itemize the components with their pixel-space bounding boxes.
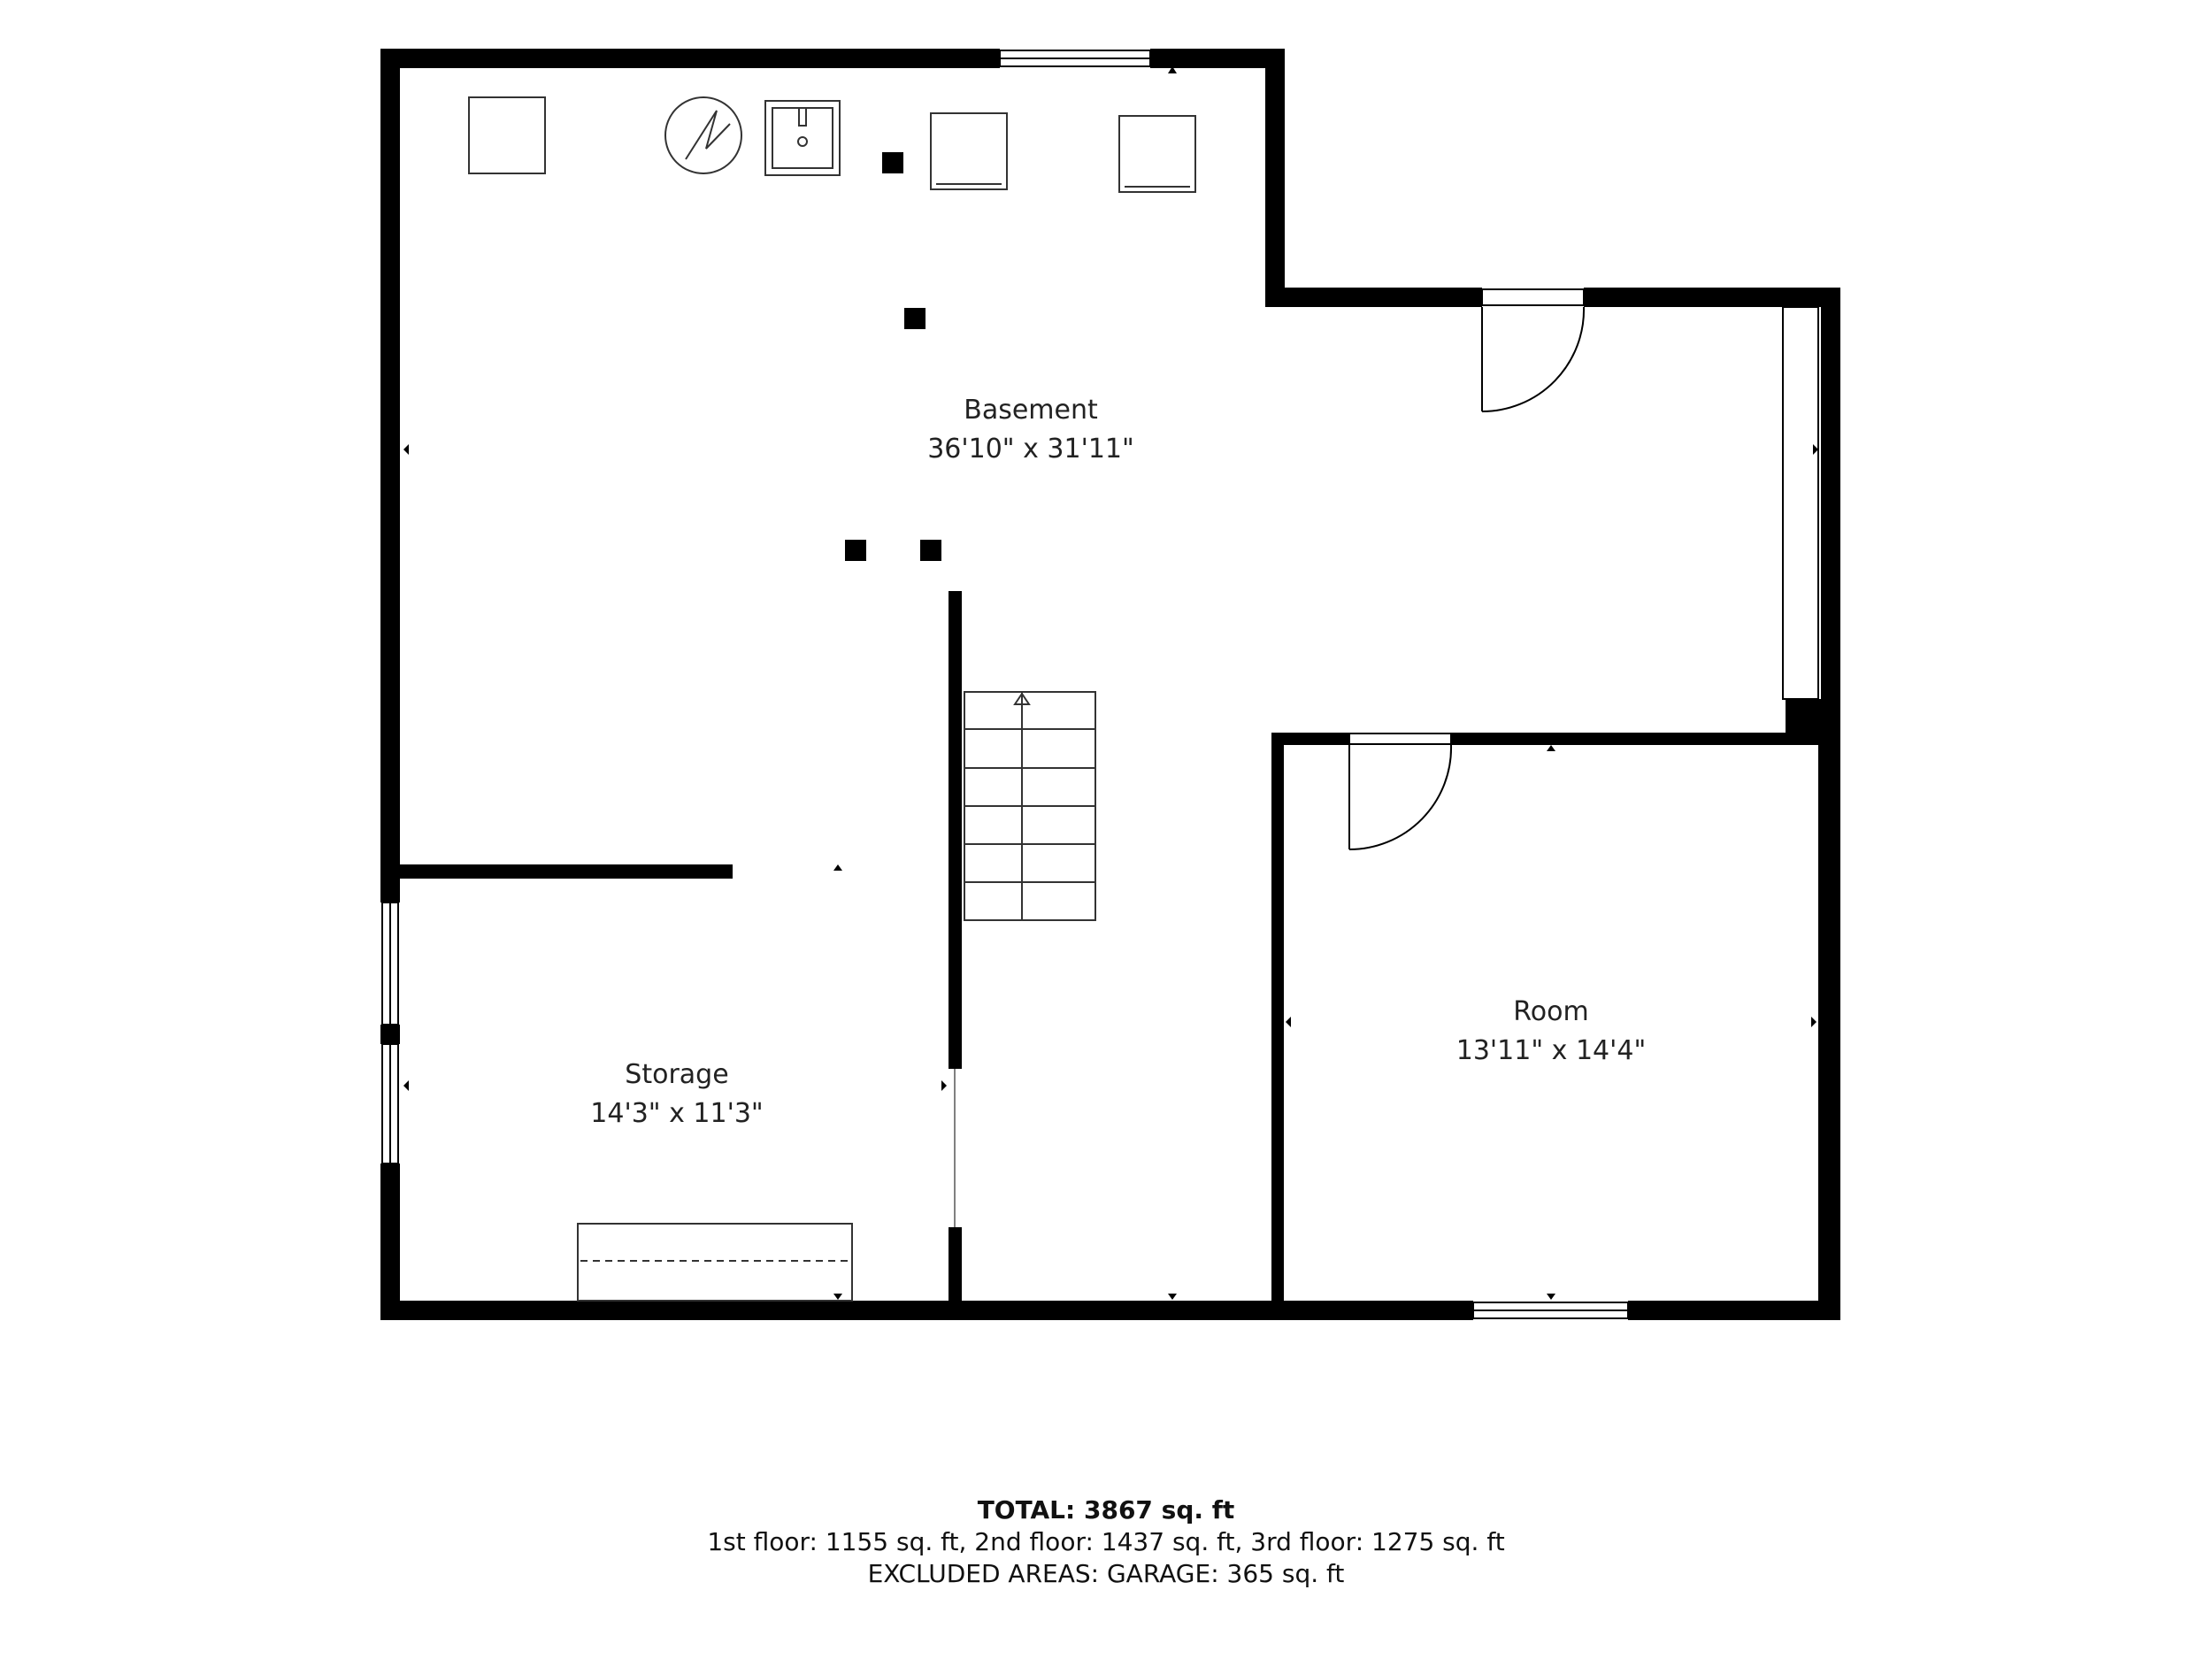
floor-areas: 1st floor: 1155 sq. ft, 2nd floor: 1437 … — [707, 1527, 1505, 1556]
columns — [845, 152, 941, 561]
room-dimensions: 14'3" x 11'3" — [590, 1098, 764, 1129]
marker-arrow-icon — [1168, 66, 1177, 73]
post — [882, 152, 903, 173]
door-room — [1348, 733, 1453, 850]
room-dimensions: 36'10" x 31'11" — [927, 434, 1134, 465]
wall-step-vertical — [1265, 49, 1285, 307]
walls — [380, 49, 1840, 1320]
windows — [381, 50, 1629, 1319]
marker-arrow-icon — [1168, 1294, 1177, 1300]
water-heater-icon — [664, 96, 742, 174]
total-area: TOTAL: 3867 sq. ft — [977, 1495, 1235, 1525]
marker-arrow-icon — [1813, 444, 1818, 455]
wall-storage-north — [380, 864, 733, 879]
marker-arrow-icon — [403, 1080, 409, 1091]
room-label-room: Room 13'11" x 14'4" — [1456, 993, 1647, 1071]
wall-east-top-right — [1584, 288, 1840, 307]
utility-box — [468, 96, 546, 174]
washer-icon — [930, 112, 1008, 190]
excluded-areas: EXCLUDED AREAS: GARAGE: 365 sq. ft — [867, 1559, 1345, 1588]
stair-up-arrow-icon — [1013, 692, 1031, 705]
room-dimensions: 13'11" x 14'4" — [1455, 1035, 1647, 1066]
staircase — [964, 691, 1096, 921]
post — [845, 540, 866, 561]
marker-arrow-icon — [1811, 1017, 1816, 1027]
post — [904, 308, 926, 329]
wall-stair-upper — [949, 591, 962, 1069]
wall-left-lower — [380, 1164, 400, 1320]
wall-top-left — [380, 49, 1000, 68]
marker-arrow-icon — [833, 864, 842, 871]
room-name: Storage — [625, 1059, 729, 1090]
wall-room-east-inner — [1818, 745, 1827, 1301]
fixtures — [468, 96, 1196, 1302]
marker-arrow-icon — [833, 1294, 842, 1300]
window-left-upper — [381, 902, 399, 1025]
room-name: Room — [1513, 996, 1589, 1027]
door-east-wing — [1481, 288, 1586, 412]
marker-arrow-icon — [1547, 745, 1555, 751]
window-bottom — [1472, 1302, 1629, 1319]
marker-arrow-icon — [941, 1080, 947, 1091]
marker-arrow-icon — [403, 444, 409, 455]
laundry-sink-icon — [764, 100, 841, 176]
wall-room-west — [1271, 733, 1284, 1320]
post — [920, 540, 941, 561]
wall-room-north-left — [1271, 733, 1349, 745]
room-label-basement: Basement 36'10" x 31'11" — [927, 391, 1134, 469]
closet-shelf — [1782, 306, 1819, 700]
wall-stair-lower — [949, 1227, 962, 1320]
room-label-storage: Storage 14'3" x 11'3" — [590, 1056, 763, 1133]
dimension-markers — [403, 66, 1818, 1300]
marker-arrow-icon — [1286, 1017, 1291, 1027]
room-name: Basement — [964, 395, 1098, 426]
wall-east-top-left — [1265, 288, 1482, 307]
wall-bottom-left — [380, 1301, 1473, 1320]
dryer-icon — [1118, 115, 1196, 193]
marker-arrow-icon — [1547, 1294, 1555, 1300]
window-left-lower — [381, 1043, 399, 1164]
wall-left-mid — [380, 1025, 400, 1044]
wall-top-right — [1150, 49, 1285, 68]
wall-left-upper — [380, 49, 400, 902]
wall-room-north-right — [1451, 733, 1839, 745]
doors — [954, 288, 1586, 1227]
window-top — [999, 50, 1151, 67]
wall-bottom-right — [1628, 1301, 1840, 1320]
storage-bench — [577, 1223, 853, 1302]
